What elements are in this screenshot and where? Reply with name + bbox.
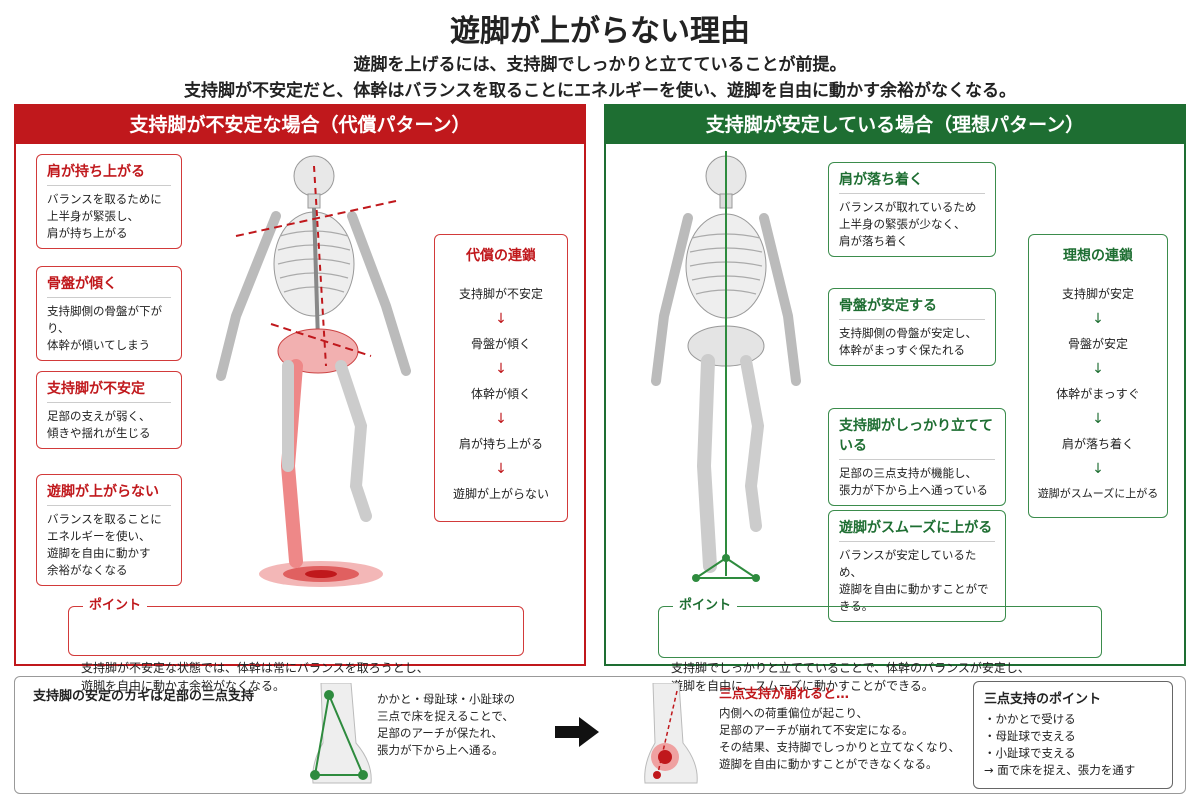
arrow-down-icon: ↓ <box>495 411 507 427</box>
card-body: 足部の三点支持が機能し、 張力が下から上へ通っている <box>839 466 988 497</box>
arrow-down-icon: ↓ <box>495 361 507 377</box>
unstable-skeleton-figure <box>216 155 411 587</box>
point-text: 支持脚が不安定な状態では、体幹は常にバランスを取ろうとし、 遊脚を自由に動かす余… <box>81 661 429 693</box>
card-title: 支持脚がしっかり立てている <box>839 415 995 460</box>
card-body: バランスを取ることに エネルギーを使い、 遊脚を自由に動かす 余裕がなくなる <box>47 512 162 577</box>
subtitle-1: 遊脚を上げるには、支持脚でしっかりと立てていることが前提。 <box>353 55 847 75</box>
key-point-item: ・小趾球で支える <box>984 746 1076 760</box>
chain-title: 代償の連鎖 <box>466 248 536 264</box>
chain-step: 遊脚が上がらない <box>452 487 549 501</box>
card-title: 遊脚がスムーズに上がる <box>839 517 995 542</box>
right-arrow-icon <box>555 717 599 747</box>
arrow-down-icon: ↓ <box>1092 361 1104 377</box>
point-text: 支持脚でしっかりと立てていることで、体幹のバランスが安定し、 遊脚を自由に、スム… <box>671 661 1030 693</box>
card-title: 支持脚が不安定 <box>47 378 171 403</box>
collapse-warning-text: 内側への荷重偏位が起こり、 足部のアーチが崩れて不安定になる。 その結果、支持脚… <box>719 706 961 771</box>
card-body: 足部の支えが弱く、 傾きや揺れが生じる <box>47 409 151 440</box>
arrow-down-icon: ↓ <box>1092 311 1104 327</box>
stable-card-support-leg: 支持脚がしっかり立てている 足部の三点支持が機能し、 張力が下から上へ通っている <box>828 408 1006 506</box>
page-title: 遊脚が上がらない理由 <box>450 14 750 49</box>
unstable-point-box: ポイント 支持脚が不安定な状態では、体幹は常にバランスを取ろうとし、 遊脚を自由… <box>68 597 524 693</box>
chain-step: 支持脚が不安定 <box>458 287 543 301</box>
stable-card-shoulder: 肩が落ち着く バランスが取れているため 上半身の緊張が少なく、 肩が落ち着く <box>828 162 996 257</box>
unstable-panel-header: 支持脚が不安定な場合（代償パターン） <box>16 106 584 144</box>
unstable-panel: 支持脚が不安定な場合（代償パターン） 肩が持ち上がる バランスを取るために 上半… <box>14 104 586 693</box>
stable-panel-header: 支持脚が安定している場合（理想パターン） <box>606 106 1184 144</box>
chain-step: 体幹がまっすぐ <box>1056 387 1140 401</box>
card-body: バランスが取れているため 上半身の緊張が少なく、 肩が落ち着く <box>839 200 977 248</box>
tripod-key-points-box: 三点支持のポイント ・かかとで受ける ・母趾球で支える ・小趾球で支える → 面… <box>973 681 1173 789</box>
collapse-warning-title: 三点支持が崩れると… <box>719 687 850 702</box>
chain-step: 体幹が傾く <box>470 387 531 401</box>
arrow-down-icon: ↓ <box>495 461 507 477</box>
card-title: 肩が落ち着く <box>839 169 985 194</box>
key-points-title: 三点支持のポイント <box>984 692 1102 707</box>
card-body: バランスを取るために 上半身が緊張し、 肩が持ち上がる <box>47 192 162 240</box>
card-body: バランスが安定しているため、 遊脚を自由に動かすことができる。 <box>839 548 989 613</box>
arrow-down-icon: ↓ <box>1092 411 1104 427</box>
point-label: ポイント <box>673 597 738 615</box>
tripod-support-section: 支持脚の安定のカギは足部の三点支持 かかと・母趾球・小趾球の 三点で床を捉えるこ… <box>14 676 1186 794</box>
stable-card-swing-leg: 遊脚がスムーズに上がる バランスが安定しているため、 遊脚を自由に動かすことがで… <box>828 510 1006 622</box>
card-title: 骨盤が傾く <box>47 273 171 298</box>
ideal-chain: 理想の連鎖 支持脚が安定 ↓ 骨盤が安定 ↓ 体幹がまっすぐ ↓ 肩が落ち着く … <box>1028 234 1168 518</box>
chain-step: 支持脚が安定 <box>1061 287 1134 301</box>
chain-step: 骨盤が傾く <box>470 337 531 351</box>
card-body: 支持脚側の骨盤が安定し、 体幹がまっすぐ保たれる <box>839 326 977 357</box>
stable-point-box: ポイント 支持脚でしっかりと立てていることで、体幹のバランスが安定し、 遊脚を自… <box>658 597 1102 693</box>
chain-step: 遊脚がスムーズに上がる <box>1037 487 1159 500</box>
chain-step: 肩が持ち上がる <box>458 437 543 451</box>
unstable-card-shoulder: 肩が持ち上がる バランスを取るために 上半身が緊張し、 肩が持ち上がる <box>36 154 182 249</box>
key-point-item: ・母趾球で支える <box>984 729 1076 743</box>
stable-card-pelvis: 骨盤が安定する 支持脚側の骨盤が安定し、 体幹がまっすぐ保たれる <box>828 288 996 366</box>
arrow-down-icon: ↓ <box>1092 461 1104 477</box>
subtitle-2: 支持脚が不安定だと、体幹はバランスを取ることにエネルギーを使い、遊脚を自由に動か… <box>184 81 1016 101</box>
point-label: ポイント <box>83 597 148 615</box>
tripod-section-title: 支持脚の安定のカギは足部の三点支持 <box>33 689 255 704</box>
stable-skeleton-figure <box>651 151 801 582</box>
chain-step: 肩が落ち着く <box>1061 437 1134 451</box>
stable-foot-icon <box>310 683 372 784</box>
arrow-down-icon: ↓ <box>495 311 507 327</box>
unstable-card-swing-leg: 遊脚が上がらない バランスを取ることに エネルギーを使い、 遊脚を自由に動かす … <box>36 474 182 586</box>
chain-step: 骨盤が安定 <box>1067 337 1128 351</box>
compensation-chain: 代償の連鎖 支持脚が不安定 ↓ 骨盤が傾く ↓ 体幹が傾く ↓ 肩が持ち上がる … <box>434 234 568 522</box>
card-title: 肩が持ち上がる <box>47 161 171 186</box>
stable-foot-text: かかと・母趾球・小趾球の 三点で床を捉えることで、 足部のアーチが保たれ、 張力… <box>377 692 515 757</box>
card-body: 支持脚側の骨盤が下がり、 体幹が傾いてしまう <box>47 304 162 352</box>
stable-panel: 支持脚が安定している場合（理想パターン） 肩が落ち着く バランスが取れているため… <box>604 104 1186 693</box>
unstable-card-support-leg: 支持脚が不安定 足部の支えが弱く、 傾きや揺れが生じる <box>36 371 182 449</box>
unstable-card-pelvis: 骨盤が傾く 支持脚側の骨盤が下がり、 体幹が傾いてしまう <box>36 266 182 361</box>
chain-title: 理想の連鎖 <box>1063 248 1133 264</box>
unstable-foot-icon <box>644 683 698 784</box>
key-point-item: ・かかとで受ける <box>984 712 1076 726</box>
card-title: 遊脚が上がらない <box>47 481 171 506</box>
card-title: 骨盤が安定する <box>839 295 985 320</box>
key-point-item: → 面で床を捉え、張力を通す <box>984 763 1136 777</box>
